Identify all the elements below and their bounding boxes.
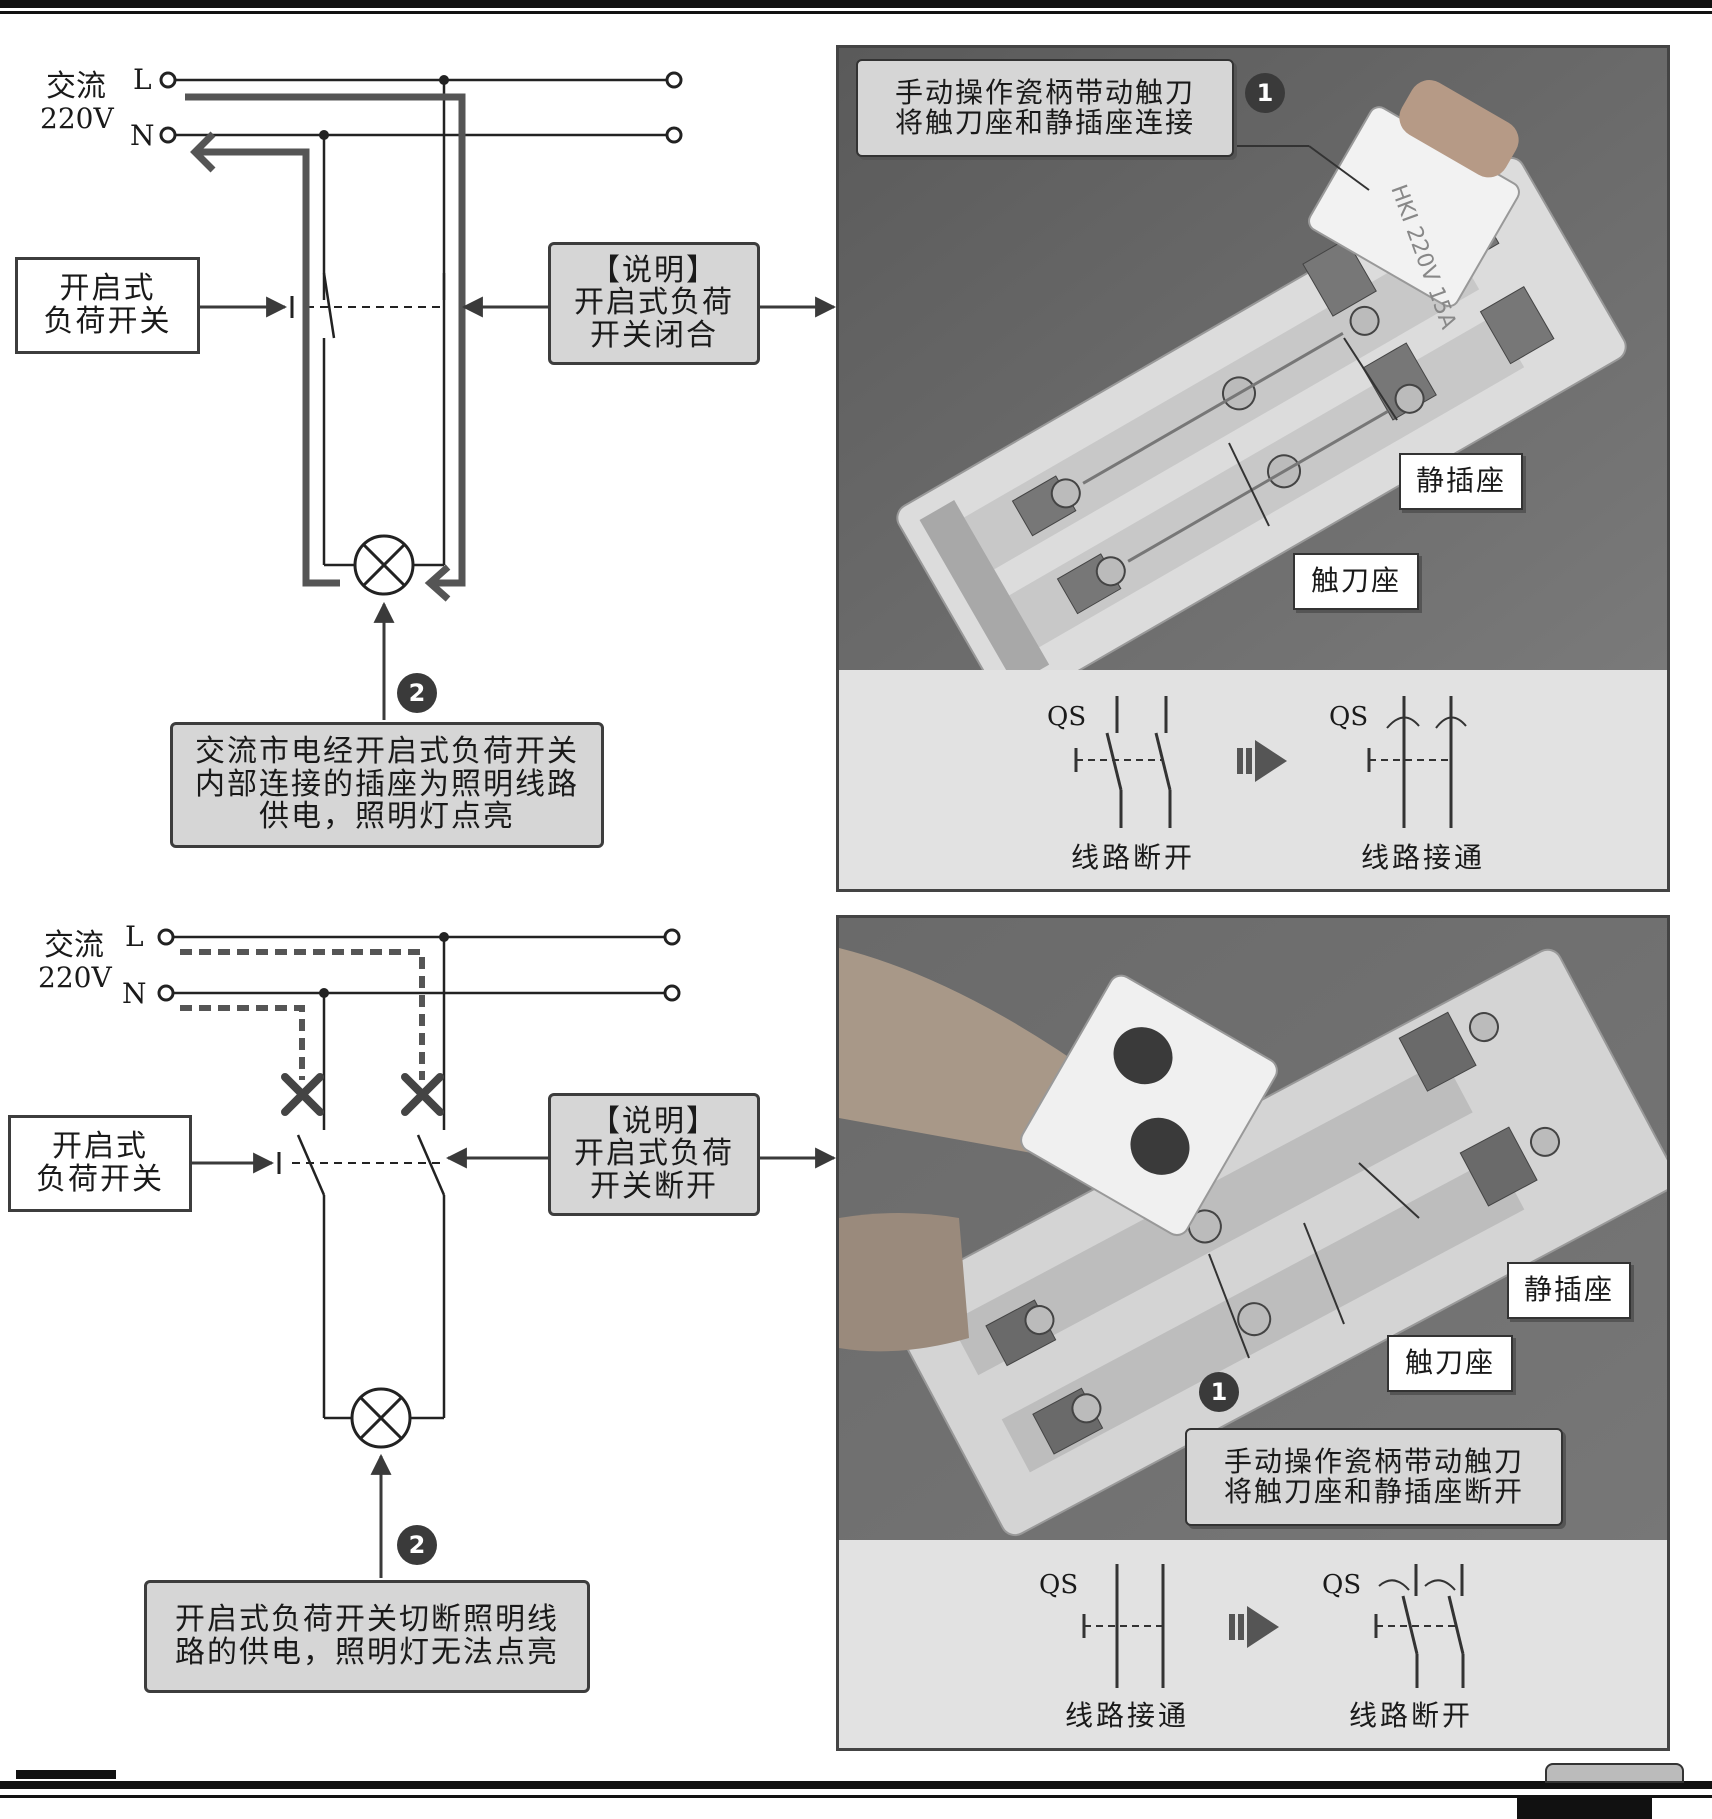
top-n-label: N	[130, 119, 155, 152]
top-photo-label-static: 静插座	[1399, 453, 1523, 510]
bottom-rule-short	[16, 1770, 116, 1779]
bottom-supply-label-2: 220V	[38, 961, 112, 994]
bottom-photo-label-knife: 触刀座	[1387, 1335, 1513, 1392]
bottom-photo-label-static: 静插座	[1507, 1262, 1631, 1319]
bottom-step2-box: 开启式负荷开关切断照明线 路的供电，照明灯无法点亮	[144, 1580, 590, 1693]
top-supply-label-1: 交流	[46, 69, 106, 104]
bottom-step2-badge: 2	[397, 1525, 437, 1565]
bottom-rule-thin	[0, 1795, 1712, 1819]
top-sym-qs-right: QS	[1329, 702, 1369, 732]
bottom-sym-caption-left: 线路接通	[1065, 1699, 1190, 1732]
page-ornament	[1545, 1763, 1684, 1783]
top-l-label: L	[133, 63, 152, 96]
top-note-box: 【说明】 开启式负荷 开关闭合	[548, 242, 760, 365]
bottom-step1-box: 手动操作瓷柄带动触刀 将触刀座和静插座断开	[1185, 1428, 1563, 1526]
top-step1-badge: 1	[1245, 73, 1285, 113]
top-switch-label: 开启式 负荷开关	[15, 257, 200, 354]
bottom-photo: 静插座 触刀座 1 手动操作瓷柄带动触刀 将触刀座和静插座断开	[839, 918, 1667, 1540]
page-tab	[1517, 1798, 1652, 1819]
top-step2-badge: 2	[397, 673, 437, 713]
bottom-l-label: L	[125, 920, 144, 953]
top-photo: HKI 220V 15A 手动操作瓷柄带动触刀 将触刀座和静插座连接 1 静插座…	[839, 48, 1667, 670]
top-photo-label-knife: 触刀座	[1293, 553, 1419, 610]
bottom-photo-panel: 静插座 触刀座 1 手动操作瓷柄带动触刀 将触刀座和静插座断开	[836, 915, 1670, 1751]
bottom-supply-label-1: 交流	[44, 928, 104, 963]
top-supply-label-2: 220V	[40, 102, 114, 135]
bottom-sym-qs-left: QS	[1039, 1570, 1079, 1600]
bottom-symbol-strip	[1082, 1564, 1465, 1688]
bottom-switch-label: 开启式 负荷开关	[8, 1115, 192, 1212]
top-rule-thin	[0, 11, 1712, 14]
bottom-sym-caption-right: 线路断开	[1349, 1699, 1474, 1732]
top-step2-box: 交流市电经开启式负荷开关 内部连接的插座为照明线路 供电，照明灯点亮	[170, 722, 604, 848]
bottom-step1-badge: 1	[1199, 1372, 1239, 1412]
top-photo-panel: HKI 220V 15A 手动操作瓷柄带动触刀 将触刀座和静插座连接 1 静插座…	[836, 45, 1670, 892]
top-sym-qs-left: QS	[1047, 702, 1087, 732]
top-step1-box: 手动操作瓷柄带动触刀 将触刀座和静插座连接	[856, 59, 1234, 157]
bottom-n-label: N	[122, 977, 147, 1010]
top-rule-thick	[0, 0, 1712, 8]
bottom-rule-thick	[0, 1781, 1712, 1789]
top-sym-caption-left: 线路断开	[1071, 841, 1196, 874]
top-sym-caption-right: 线路接通	[1361, 841, 1486, 874]
bottom-sym-qs-right: QS	[1322, 1570, 1362, 1600]
top-symbol-strip	[1074, 696, 1467, 828]
bottom-note-box: 【说明】 开启式负荷 开关断开	[548, 1093, 760, 1216]
